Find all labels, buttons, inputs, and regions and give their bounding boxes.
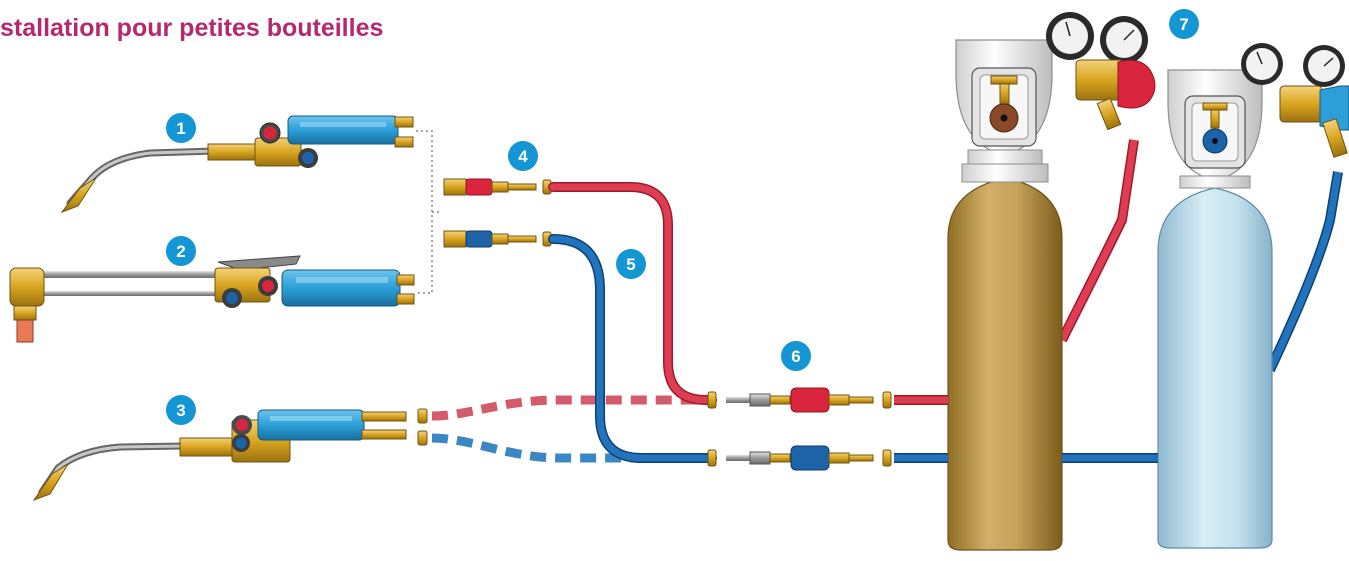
badge-1: 1	[166, 113, 196, 143]
dashed-hose-red	[418, 400, 712, 423]
svg-text:3: 3	[176, 401, 185, 420]
hose-red	[444, 179, 716, 408]
torch-1-welding	[62, 116, 413, 212]
hose-blue	[444, 231, 716, 466]
badge-4: 4	[508, 141, 538, 171]
badge-5: 5	[616, 249, 646, 279]
torch-2-cutting	[10, 256, 414, 342]
badge-2: 2	[166, 236, 196, 266]
bottle-acetylene	[948, 12, 1155, 550]
svg-text:7: 7	[1179, 15, 1188, 34]
svg-text:1: 1	[176, 119, 185, 138]
connection-bracket	[416, 131, 442, 293]
quick-coupling-red	[726, 388, 891, 412]
quick-coupling-blue	[726, 446, 891, 470]
svg-text:6: 6	[791, 347, 800, 366]
svg-text:4: 4	[518, 147, 528, 166]
svg-text:2: 2	[176, 242, 185, 261]
badge-7: 7	[1169, 9, 1199, 39]
badge-3: 3	[166, 395, 196, 425]
torch-3-welding	[34, 410, 406, 500]
badge-6: 6	[781, 341, 811, 371]
bottle-oxygen	[1158, 43, 1349, 548]
svg-text:5: 5	[626, 255, 635, 274]
